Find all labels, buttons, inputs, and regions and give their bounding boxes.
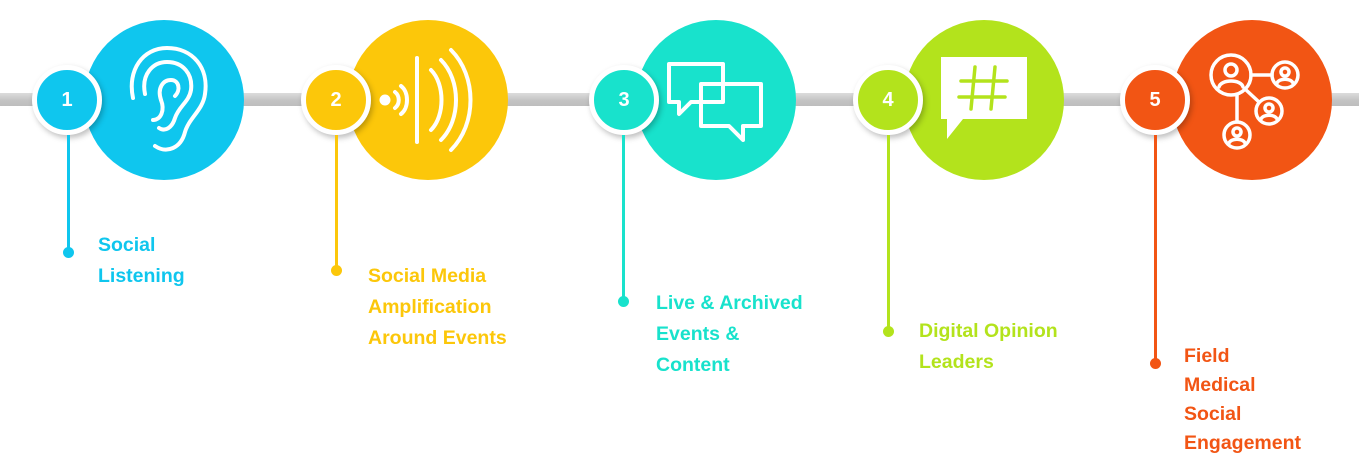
step-2-dot	[331, 265, 342, 276]
step-5-connector	[1154, 135, 1157, 363]
step-2-connector	[335, 135, 338, 270]
step-1-label: Social Listening	[98, 234, 185, 287]
step-3-label: Live & Archived Events & Content	[656, 292, 803, 376]
step-5-dot	[1150, 358, 1161, 369]
step-4-connector	[887, 135, 890, 330]
step-2-label: Social Media Amplification Around Events	[368, 265, 507, 349]
step-4-label: Digital Opinion Leaders	[919, 320, 1058, 373]
step-1-connector	[67, 135, 70, 252]
step-3-dot	[618, 296, 629, 307]
step-4-dot	[883, 326, 894, 337]
step-1-dot	[63, 247, 74, 258]
step-3-connector	[622, 135, 625, 300]
timeline-track	[0, 93, 1359, 106]
step-5-label: Field Medical Social Engagement	[1184, 345, 1302, 454]
